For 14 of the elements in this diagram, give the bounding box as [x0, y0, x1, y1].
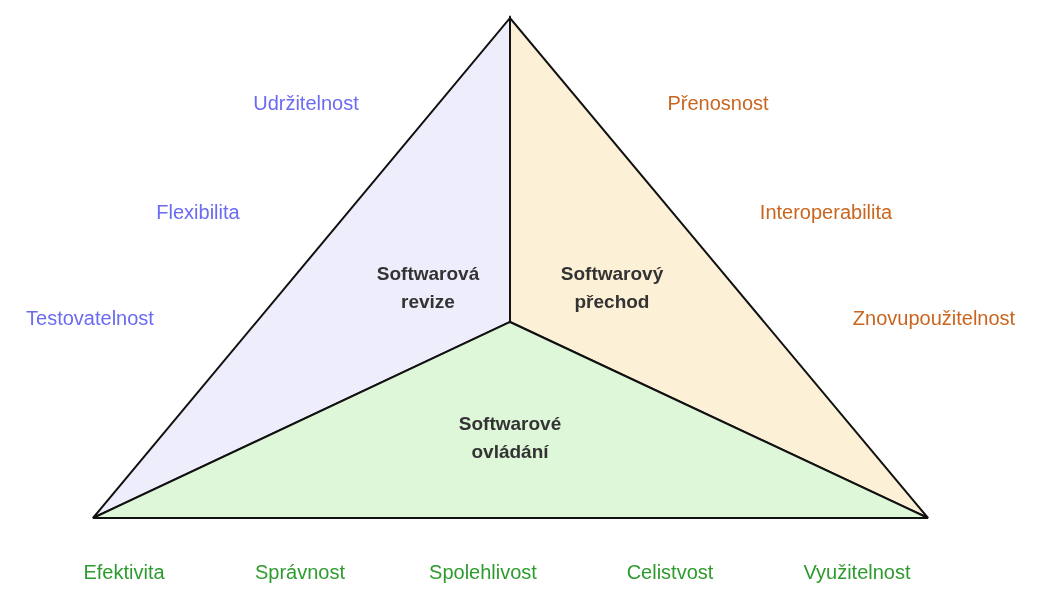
quality-attribute-label: Přenosnost — [667, 91, 769, 115]
region-label: Softwarový přechod — [559, 262, 665, 314]
region-label: Softwarové ovládání — [457, 412, 563, 464]
region-label: Softwarová revize — [375, 262, 481, 314]
quality-attribute-label: Znovupoužitelnost — [852, 306, 1016, 330]
quality-attribute-label: Využitelnost — [803, 560, 911, 584]
quality-attribute-label: Efektivita — [83, 560, 165, 584]
quality-attribute-label: Celistvost — [626, 560, 714, 584]
quality-attribute-label: Správnost — [254, 560, 346, 584]
quality-attribute-label: Flexibilita — [156, 200, 240, 224]
quality-attribute-label: Spolehlivost — [429, 560, 537, 584]
quality-attribute-label: Udržitelnost — [253, 91, 359, 115]
quality-attribute-label: Testovatelnost — [26, 306, 154, 330]
quality-attribute-label: Interoperabilita — [759, 200, 893, 224]
